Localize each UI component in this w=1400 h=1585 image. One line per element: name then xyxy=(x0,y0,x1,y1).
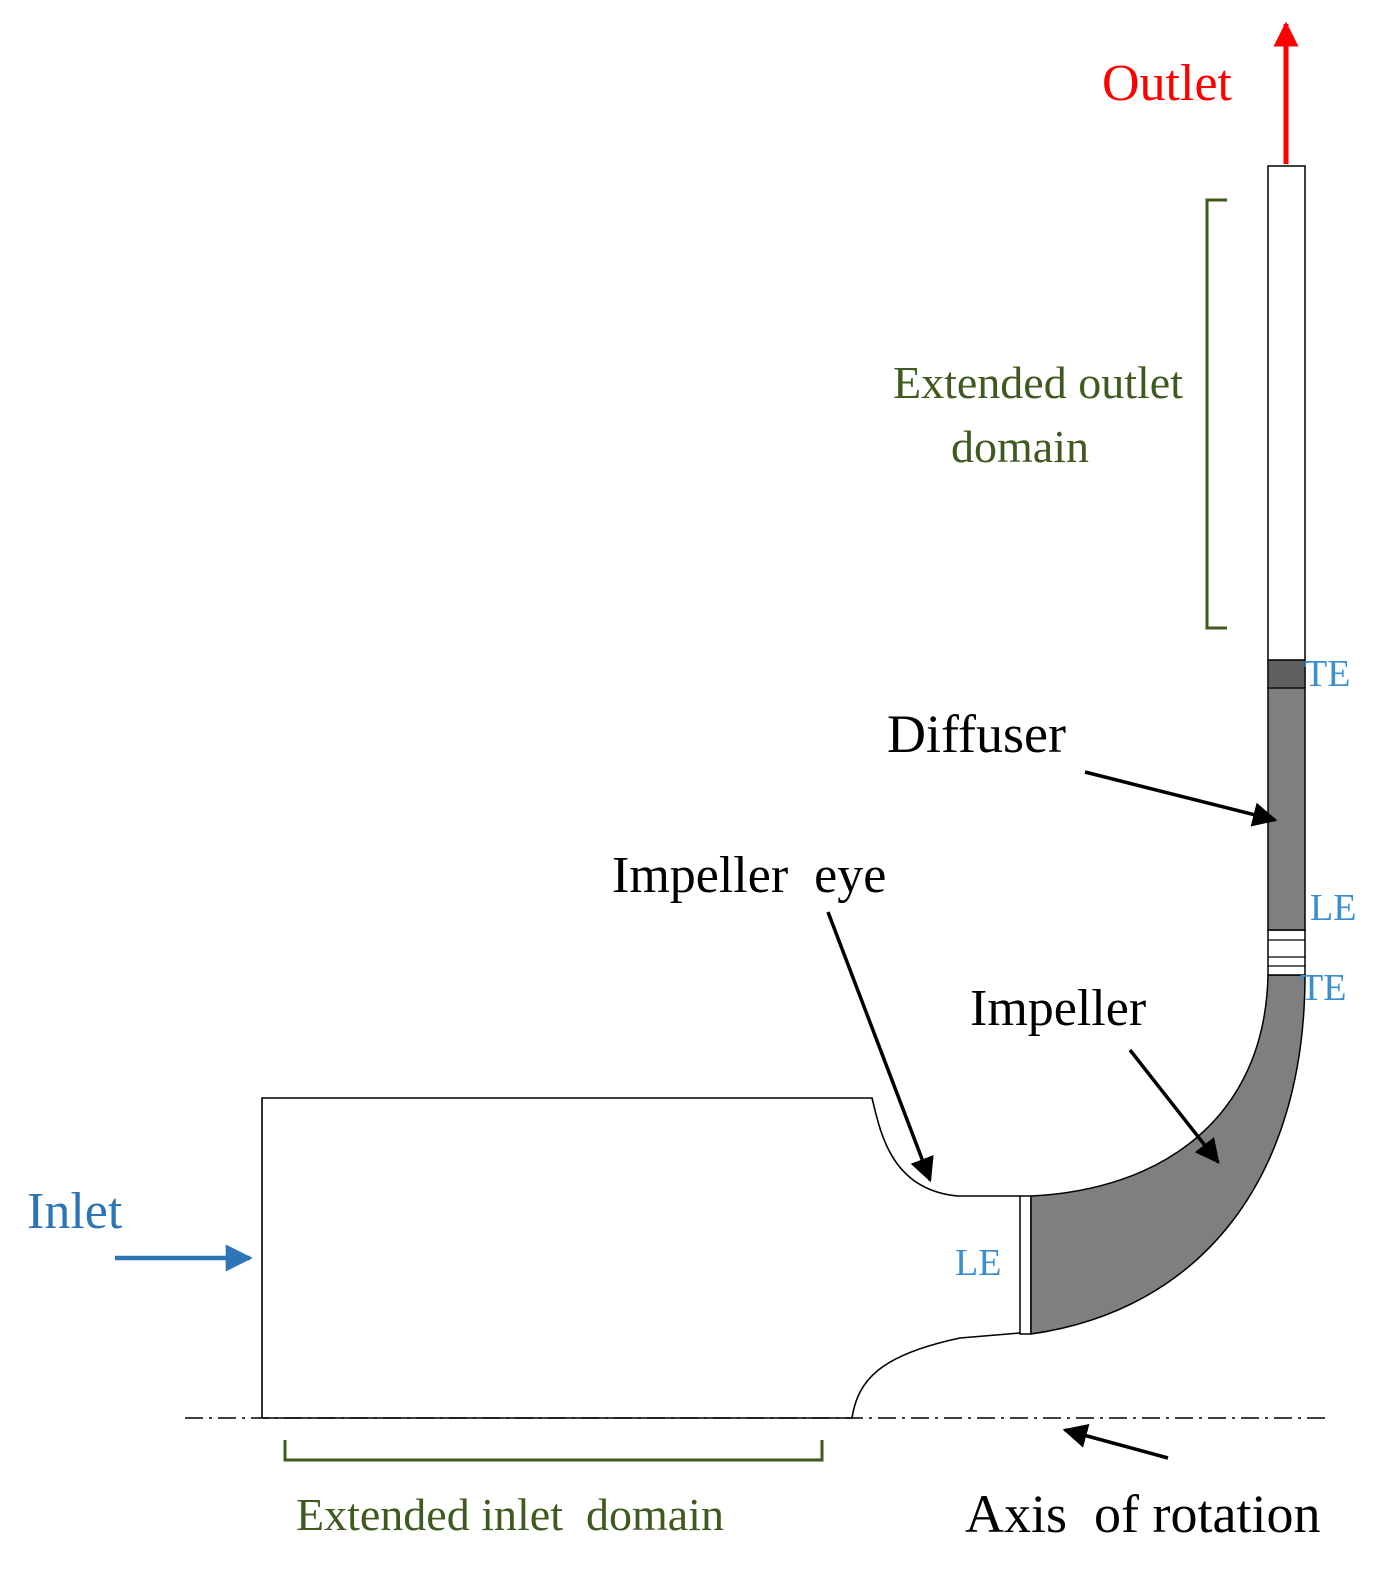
axis-pointer-arrow xyxy=(1062,1423,1169,1460)
impeller-eye-label: Impeller eye xyxy=(612,847,886,904)
impeller-le-strip xyxy=(1019,1195,1032,1335)
impeller-le-label: LE xyxy=(955,1242,1001,1284)
extended-inlet-label: Extended inlet domain xyxy=(296,1489,724,1540)
impeller-label: Impeller xyxy=(970,980,1146,1037)
impeller-region xyxy=(1030,974,1306,1335)
diffuser-region xyxy=(1267,659,1306,931)
outlet-domain-channel xyxy=(1267,165,1306,661)
inlet-domain-bracket xyxy=(283,1440,824,1462)
diffuser-te-label: TE xyxy=(1304,653,1350,695)
extended-outlet-label-line1: Extended outlet xyxy=(893,357,1183,408)
axis-of-rotation-label: Axis of rotation xyxy=(965,1484,1320,1544)
impeller-te-label: TE xyxy=(1300,967,1346,1009)
outlet-label: Outlet xyxy=(1102,55,1233,112)
vaneless-gap xyxy=(1267,929,1306,976)
impeller-pointer-arrow xyxy=(1128,1048,1220,1164)
outlet-domain-bracket xyxy=(1205,198,1227,630)
diffuser-pointer-arrow xyxy=(1084,770,1278,827)
diffuser-label: Diffuser xyxy=(887,704,1066,764)
inlet-label: Inlet xyxy=(27,1183,123,1240)
extended-outlet-label-line2: domain xyxy=(951,421,1089,472)
impeller-eye-pointer-arrow xyxy=(826,911,934,1183)
inlet-domain-outline xyxy=(261,1097,1021,1419)
diffuser-le-label: LE xyxy=(1310,887,1356,929)
